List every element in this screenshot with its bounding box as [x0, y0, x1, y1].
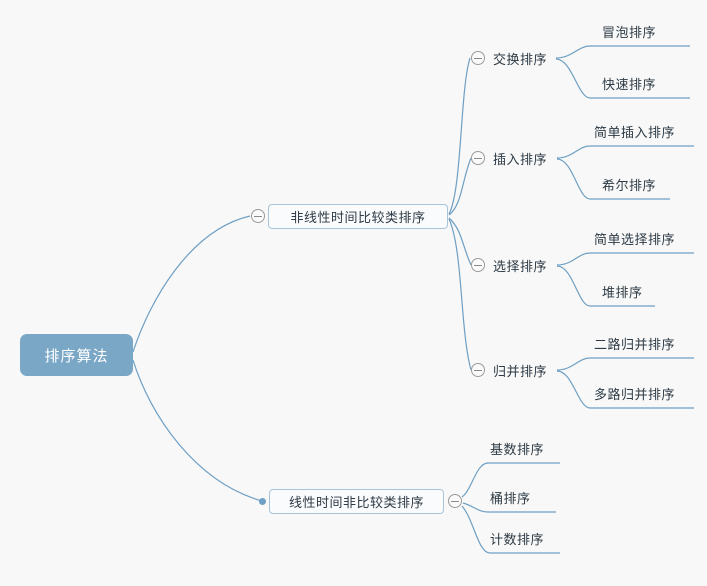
edge-exchange-to-bubble — [555, 45, 690, 59]
leaf-node-counting-sort-label: 计数排序 — [490, 532, 545, 547]
sub-node-exchange-sort-label: 交换排序 — [493, 51, 548, 67]
edge-root-to-linear — [132, 359, 263, 502]
edge-nonlinear-to-selection — [448, 217, 472, 266]
edge-nonlinear-to-insertion — [448, 157, 472, 216]
leaf-node-bucket-sort[interactable]: 桶排序 — [490, 491, 531, 507]
leaf-node-counting-sort[interactable]: 计数排序 — [490, 532, 544, 548]
edge-nonlinear-to-exchange — [448, 57, 471, 215]
edge-nonlinear-to-merge — [448, 218, 472, 371]
leaf-node-bucket-sort-label: 桶排序 — [490, 491, 531, 506]
sub-node-exchange-sort[interactable]: 交换排序 — [471, 49, 547, 67]
sub-node-merge-sort[interactable]: 归并排序 — [471, 361, 547, 379]
leaf-node-simple-insertion-sort[interactable]: 简单插入排序 — [594, 125, 675, 141]
leaf-node-simple-selection-sort[interactable]: 简单选择排序 — [594, 232, 675, 248]
leaf-node-multi-way-merge-sort-label: 多路归并排序 — [594, 387, 676, 402]
toggle-insertion-sort[interactable] — [471, 151, 485, 165]
leaf-node-radix-sort[interactable]: 基数排序 — [490, 442, 544, 458]
leaf-node-radix-sort-label: 基数排序 — [490, 442, 545, 457]
sub-node-selection-sort[interactable]: 选择排序 — [471, 256, 547, 274]
connector-dot-linear-branch — [259, 498, 266, 505]
edge-root-to-nonlinear — [132, 215, 251, 353]
leaf-node-bubble-sort[interactable]: 冒泡排序 — [602, 25, 656, 41]
leaf-node-heap-sort-label: 堆排序 — [602, 285, 643, 300]
leaf-node-simple-selection-sort-label: 简单选择排序 — [594, 232, 676, 247]
toggle-exchange-sort[interactable] — [471, 51, 485, 65]
root-node[interactable]: 排序算法 — [20, 334, 133, 376]
toggle-merge-sort[interactable] — [471, 363, 485, 377]
toggle-nonlinear-branch[interactable] — [251, 209, 265, 223]
toggle-selection-sort[interactable] — [471, 258, 485, 272]
leaf-node-two-way-merge-sort[interactable]: 二路归并排序 — [594, 337, 675, 353]
edge-insertion-to-simple-insert — [556, 145, 694, 159]
sub-node-selection-sort-label: 选择排序 — [493, 258, 548, 274]
root-node-label: 排序算法 — [44, 347, 109, 365]
leaf-node-heap-sort[interactable]: 堆排序 — [602, 285, 643, 301]
leaf-node-bubble-sort-label: 冒泡排序 — [602, 25, 657, 40]
sub-node-insertion-sort[interactable]: 插入排序 — [471, 149, 547, 167]
leaf-node-multi-way-merge-sort[interactable]: 多路归并排序 — [594, 387, 675, 403]
leaf-node-shell-sort-label: 希尔排序 — [602, 178, 657, 193]
sub-node-merge-sort-label: 归并排序 — [493, 363, 548, 379]
leaf-node-simple-insertion-sort-label: 简单插入排序 — [594, 125, 676, 140]
branch-node-nonlinear[interactable]: 非线性时间比较类排序 — [268, 204, 448, 229]
leaf-node-shell-sort[interactable]: 希尔排序 — [602, 178, 656, 194]
edge-merge-to-two-way — [556, 357, 694, 371]
leaf-node-quick-sort[interactable]: 快速排序 — [602, 77, 656, 93]
leaf-node-quick-sort-label: 快速排序 — [602, 77, 657, 92]
sub-node-insertion-sort-label: 插入排序 — [493, 151, 548, 167]
branch-node-linear-label: 线性时间非比较类排序 — [288, 495, 424, 510]
leaf-node-two-way-merge-sort-label: 二路归并排序 — [594, 337, 676, 352]
branch-node-linear[interactable]: 线性时间非比较类排序 — [269, 489, 444, 514]
toggle-linear-branch[interactable] — [448, 494, 462, 508]
branch-node-nonlinear-label: 非线性时间比较类排序 — [290, 210, 426, 225]
edge-selection-to-simple-select — [556, 252, 694, 266]
